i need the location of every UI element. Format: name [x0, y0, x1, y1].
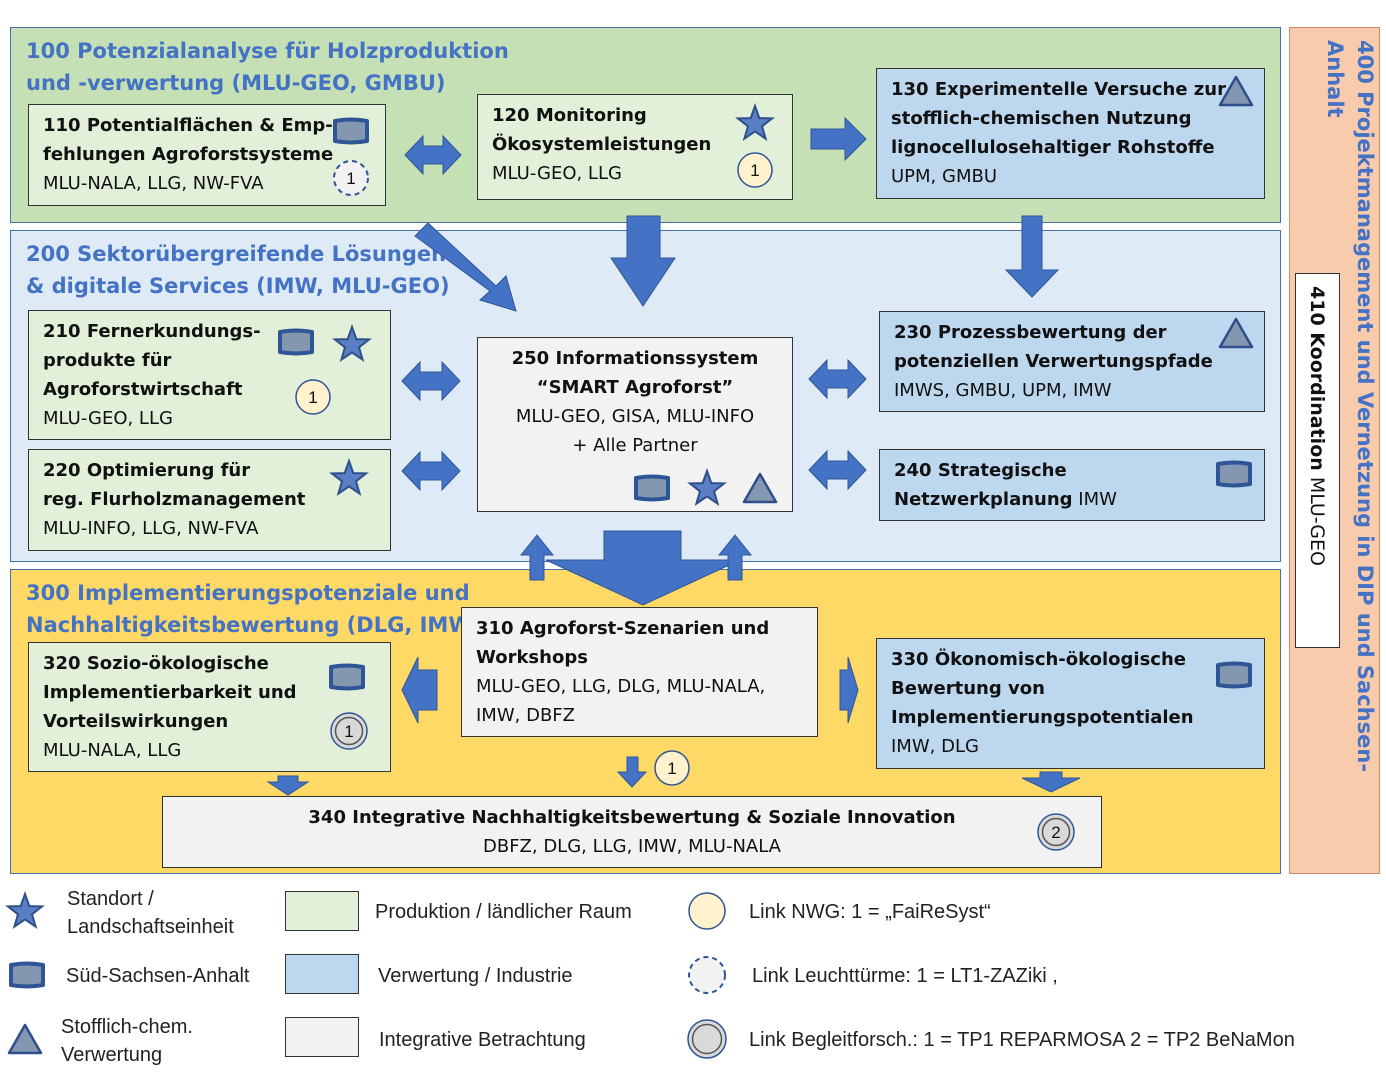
- box-110: 110 Potentialflächen & Emp- fehlungen Ag…: [28, 104, 386, 206]
- legend-begleit-circle: [687, 1019, 727, 1059]
- legend-swatch-utilization: [285, 954, 359, 994]
- box-330: 330 Ökonomisch-ökologische Bewertung von…: [876, 638, 1265, 769]
- legend-utilization-label: Verwertung / Industrie: [378, 965, 573, 987]
- legend-integrative-label: Integrative Betrachtung: [379, 1029, 586, 1051]
- wp410-title: 410 Koordination: [1306, 286, 1328, 471]
- box-220: 220 Optimierung für reg. Flurholzmanagem…: [28, 449, 391, 551]
- wp400-title: 400 Projektmanagement und Vernetzung in …: [1323, 40, 1377, 773]
- wp410-partners: MLU-GEO: [1306, 470, 1328, 566]
- box-310: 310 Agroforst-Szenarien und Workshops ML…: [461, 607, 818, 737]
- legend-swatch-integrative: [285, 1017, 359, 1057]
- box-120: 120 Monitoring Ökosystemleistungen MLU-G…: [477, 94, 793, 200]
- box-320: 320 Sozio-ökologische Implementierbarkei…: [28, 642, 391, 772]
- legend-star-icon: [6, 893, 44, 928]
- box-240: 240 Strategische Netzwerkplanung IMW: [879, 449, 1265, 521]
- legend-production-label: Produktion / ländlicher Raum: [375, 901, 632, 923]
- box-250: 250 Informationssystem “SMART Agroforst”…: [477, 337, 793, 512]
- legend-nwg-circle: [688, 892, 726, 930]
- legend-star-label: Standort /Landschaftseinheit: [67, 888, 234, 938]
- legend-leuchtturm-circle: [688, 956, 726, 994]
- box-340: 340 Integrative Nachhaltigkeitsbewertung…: [162, 796, 1102, 868]
- legend-triangle-icon: [7, 1023, 43, 1055]
- legend-begleit-label: Link Begleitforsch.: 1 = TP1 REPARMOSA 2…: [749, 1029, 1295, 1051]
- legend-leuchtturm-label: Link Leuchttürme: 1 = LT1-ZAZiki ,: [752, 965, 1058, 987]
- legend-region-icon: [9, 961, 45, 989]
- legend-triangle-label: Stofflich-chem.Verwertung: [61, 1016, 193, 1066]
- legend-nwg-label: Link NWG: 1 = „FaiReSyst“: [749, 901, 991, 923]
- wp410-box: 410 Koordination MLU-GEO: [1295, 273, 1340, 648]
- box-230: 230 Prozessbewertung der potenziellen Ve…: [879, 311, 1265, 412]
- box-210: 210 Fernerkundungs- produkte für Agrofor…: [28, 310, 391, 440]
- legend-swatch-production: [285, 891, 359, 931]
- legend-region-label: Süd-Sachsen-Anhalt: [66, 965, 250, 987]
- box-130: 130 Experimentelle Versuche zur stofflic…: [876, 68, 1265, 199]
- wp200-title: 200 Sektorübergreifende Lösungen& digita…: [26, 242, 450, 298]
